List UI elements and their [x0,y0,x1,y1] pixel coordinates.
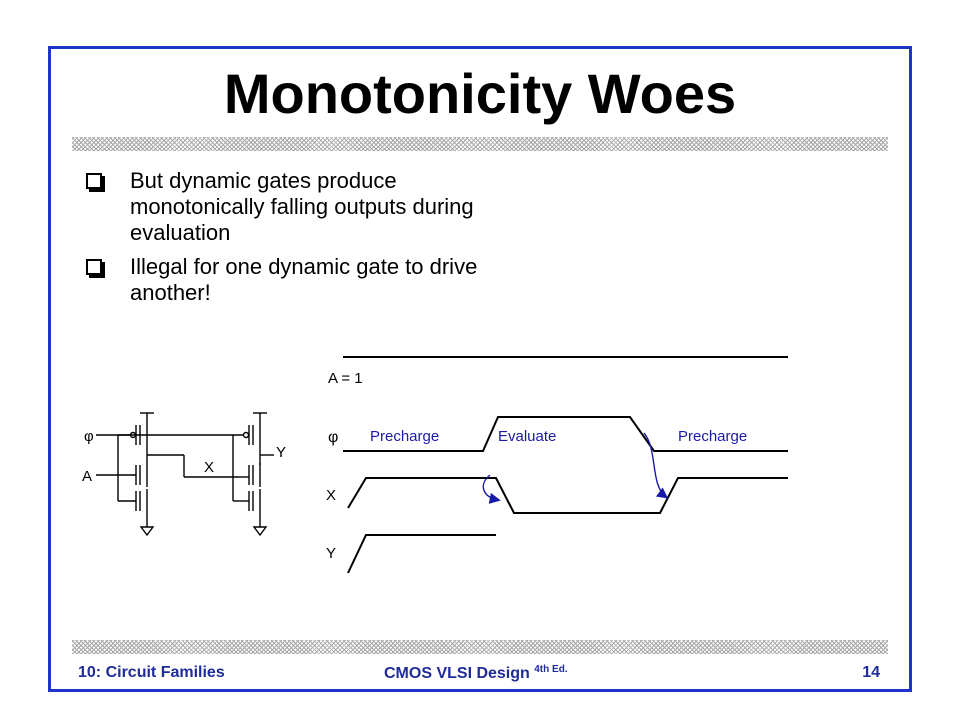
precharge-causality-arrow [643,432,669,499]
x-waveform [347,477,788,514]
footer-chapter: 10: Circuit Families [78,664,225,681]
phase-label-precharge: Precharge [370,428,439,445]
title-divider [72,137,888,151]
bullet-text: But dynamic gates produce monotonically … [130,168,474,245]
checkbox-bullet-icon [86,259,102,275]
page-number: 14 [862,664,880,681]
evaluate-causality-arrow [482,474,501,504]
footer-course-name: CMOS VLSI Design [384,665,530,682]
domino-circuit-schematic: φ A X Y [82,412,286,537]
circuit-a-label: A [82,468,92,485]
bullet-list: But dynamic gates produce monotonically … [86,168,506,314]
footer-edition: 4th Ed. [534,664,568,675]
bullet-item: But dynamic gates produce monotonically … [86,168,506,246]
wave-x-label: X [326,487,336,504]
footer-divider [72,640,888,654]
checkbox-bullet-icon [86,173,102,189]
timing-diagram: A = 1 φ X Y Precharge Evaluate Precharge [326,356,788,574]
y-waveform [347,534,496,574]
circuit-phi-label: φ [84,428,94,445]
phi-waveform [343,416,788,452]
slide-frame [48,46,912,692]
wave-phi-label: φ [328,429,338,446]
footer-course-title: CMOS VLSI Design 4th Ed. [384,664,568,683]
phase-label-evaluate: Evaluate [498,428,556,445]
bullet-text: Illegal for one dynamic gate to drive an… [130,254,478,305]
phase-label-precharge: Precharge [678,428,747,445]
wave-a-label: A = 1 [328,370,363,387]
wave-y-label: Y [326,545,336,562]
circuit-y-label: Y [276,444,286,461]
circuit-x-label: X [204,459,214,476]
bullet-item: Illegal for one dynamic gate to drive an… [86,254,506,306]
slide-title: Monotonicity Woes [223,62,737,125]
